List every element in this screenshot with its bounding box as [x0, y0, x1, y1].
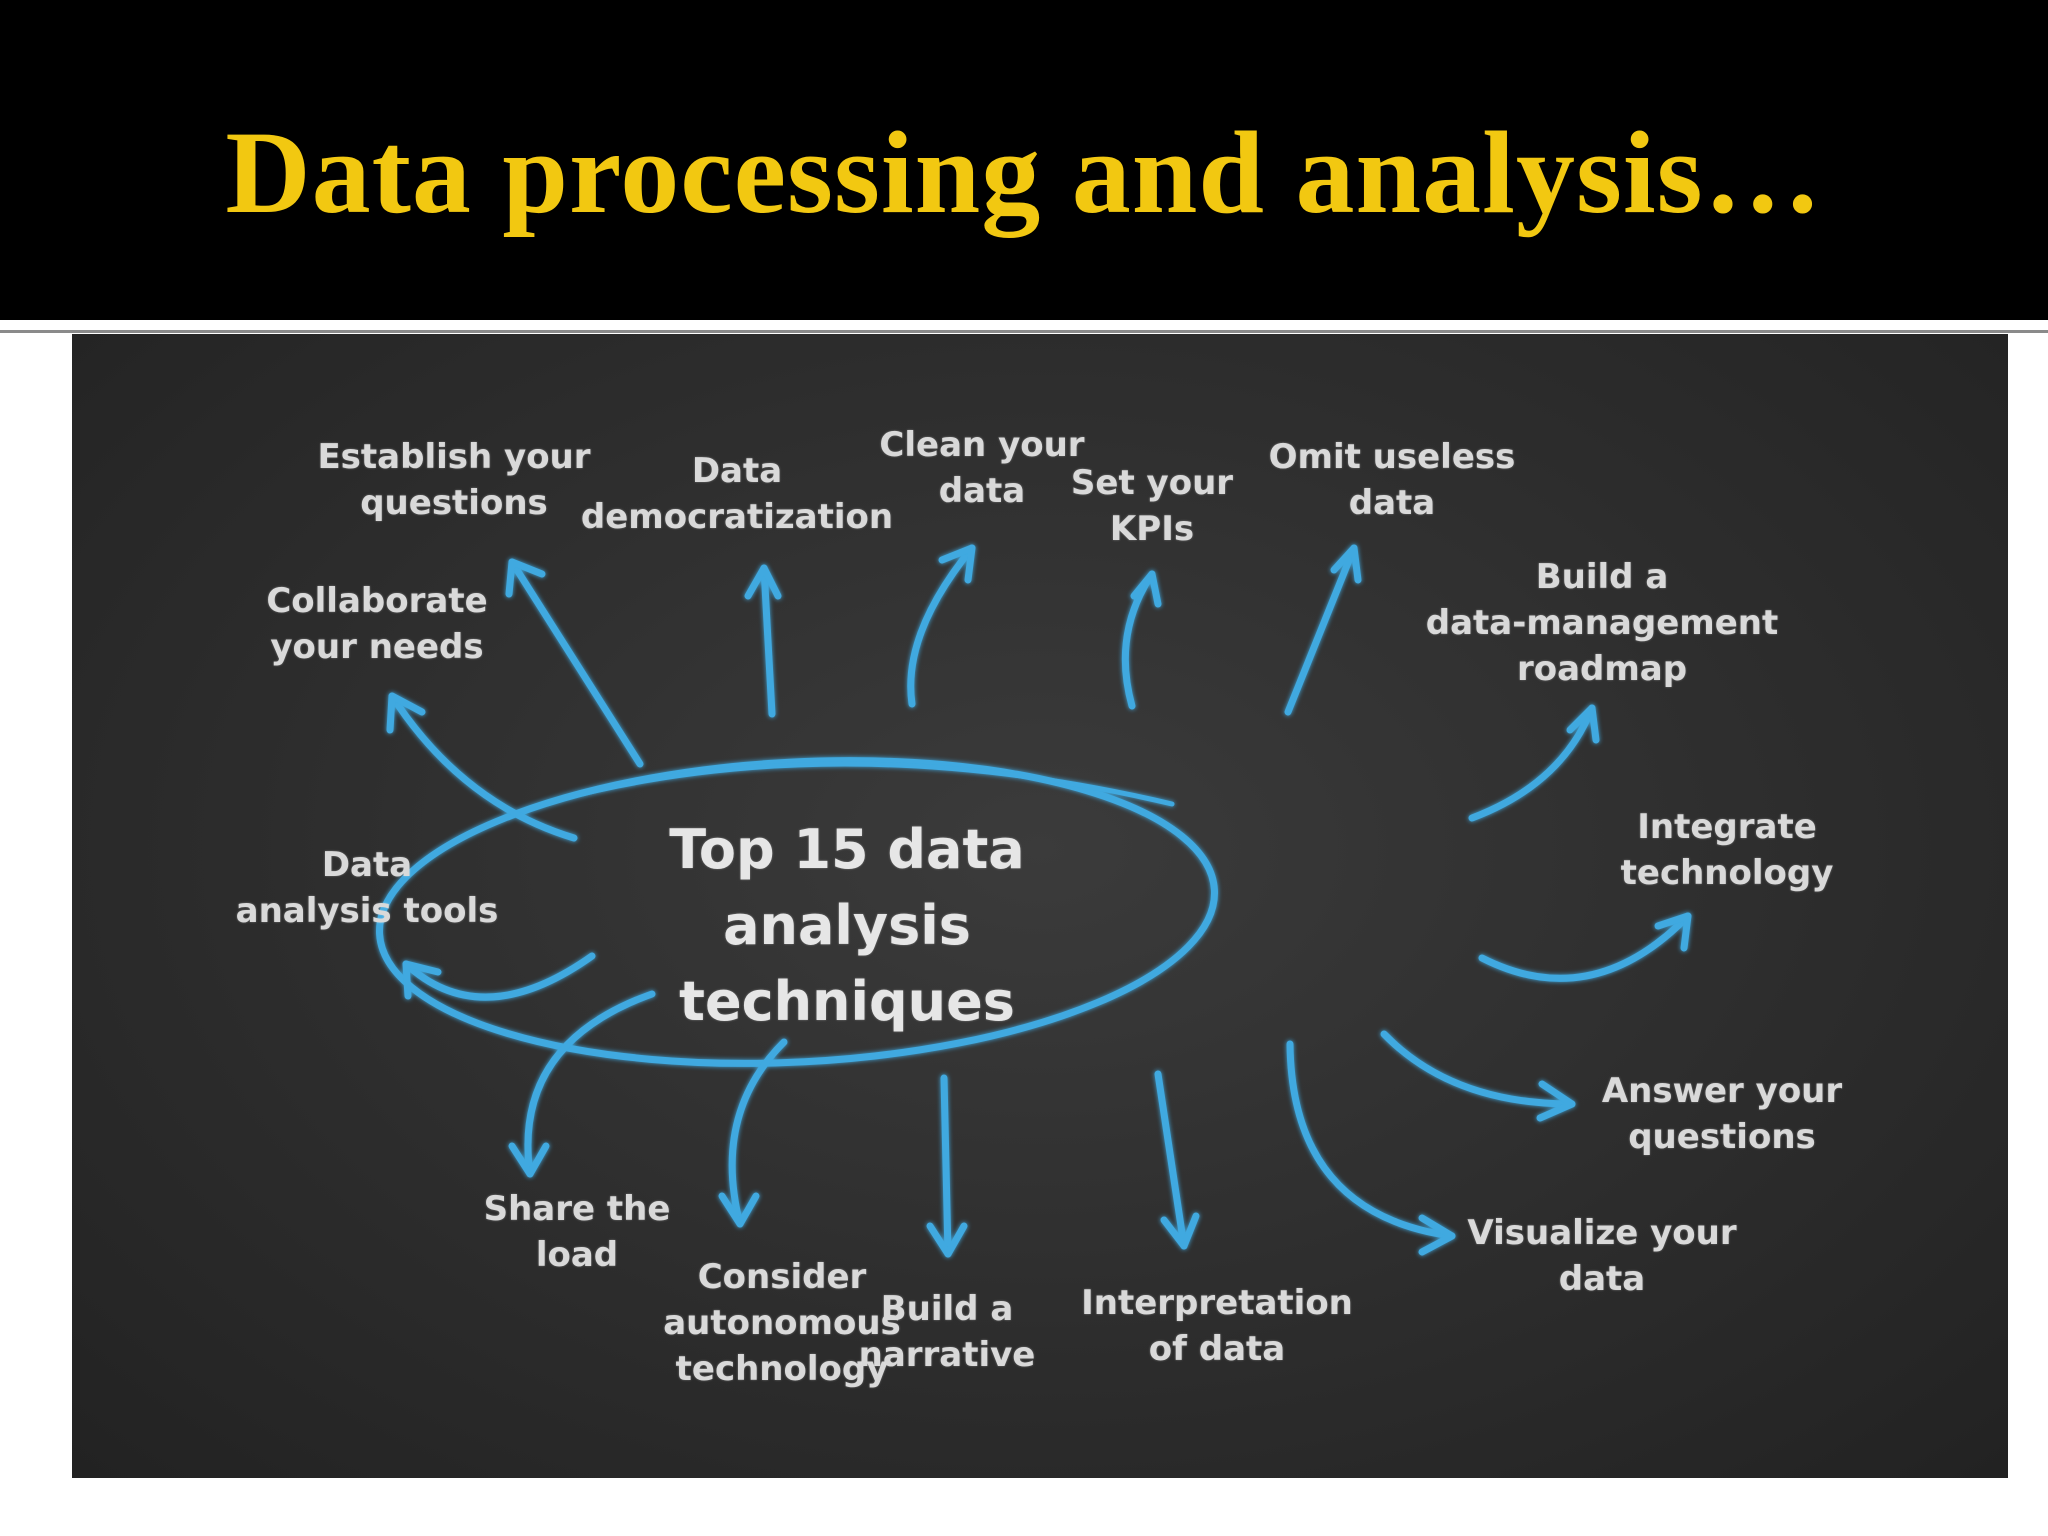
arrow-data-democratization [744, 564, 782, 718]
label-collaborate-needs: Collaborate your needs [266, 581, 488, 667]
label-answer-questions: Answer your questions [1601, 1071, 1843, 1157]
arrow-clean-data [907, 544, 976, 708]
arrow-establish-questions [505, 558, 644, 768]
label-data-democratization: Data democratization [580, 451, 894, 537]
arrow-interpretation [1154, 1070, 1200, 1250]
slide-title: Data processing and analysis… [225, 107, 1823, 238]
label-share-load: Share the load [483, 1189, 671, 1275]
label-establish-questions: Establish your questions [317, 437, 591, 523]
label-autonomous-technology: Consider autonomous technology [663, 1257, 901, 1389]
label-data-management-roadmap: Build a data-management roadmap [1425, 557, 1779, 689]
arrow-build-narrative [926, 1074, 968, 1258]
arrow-omit-useless-data [1284, 544, 1362, 716]
title-divider [0, 330, 2048, 333]
label-set-kpis: Set your KPIs [1070, 463, 1234, 549]
arrow-share-load [508, 990, 656, 1178]
arrow-visualize-data [1286, 1040, 1456, 1256]
label-omit-useless-data: Omit useless data [1268, 437, 1516, 523]
arrow-analysis-tools [402, 952, 596, 1001]
label-integrate-technology: Integrate technology [1620, 807, 1834, 893]
label-build-narrative: Build a narrative [858, 1289, 1036, 1375]
title-bar [0, 0, 2048, 320]
label-analysis-tools: Data analysis tools [235, 845, 499, 931]
label-visualize-data: Visualize your data [1467, 1213, 1737, 1299]
arrow-collaborate-needs [386, 692, 578, 842]
center-label: Top 15 data analysis techniques [669, 818, 1025, 1033]
arrow-answer-questions [1380, 1030, 1576, 1122]
arrow-set-kpis [1121, 570, 1162, 710]
label-interpretation: Interpretation of data [1081, 1283, 1353, 1369]
arrow-autonomous-technology [718, 1038, 788, 1228]
label-clean-data: Clean your data [879, 425, 1085, 511]
arrow-layer [375, 544, 1692, 1258]
ellipse-stroke-overlap [539, 761, 1175, 807]
arrow-data-management-roadmap [1468, 704, 1600, 822]
chalkboard-diagram: Top 15 data analysis techniques Establis… [72, 334, 2008, 1478]
center-ellipse [375, 757, 1219, 1067]
arrow-integrate-technology [1478, 912, 1692, 982]
